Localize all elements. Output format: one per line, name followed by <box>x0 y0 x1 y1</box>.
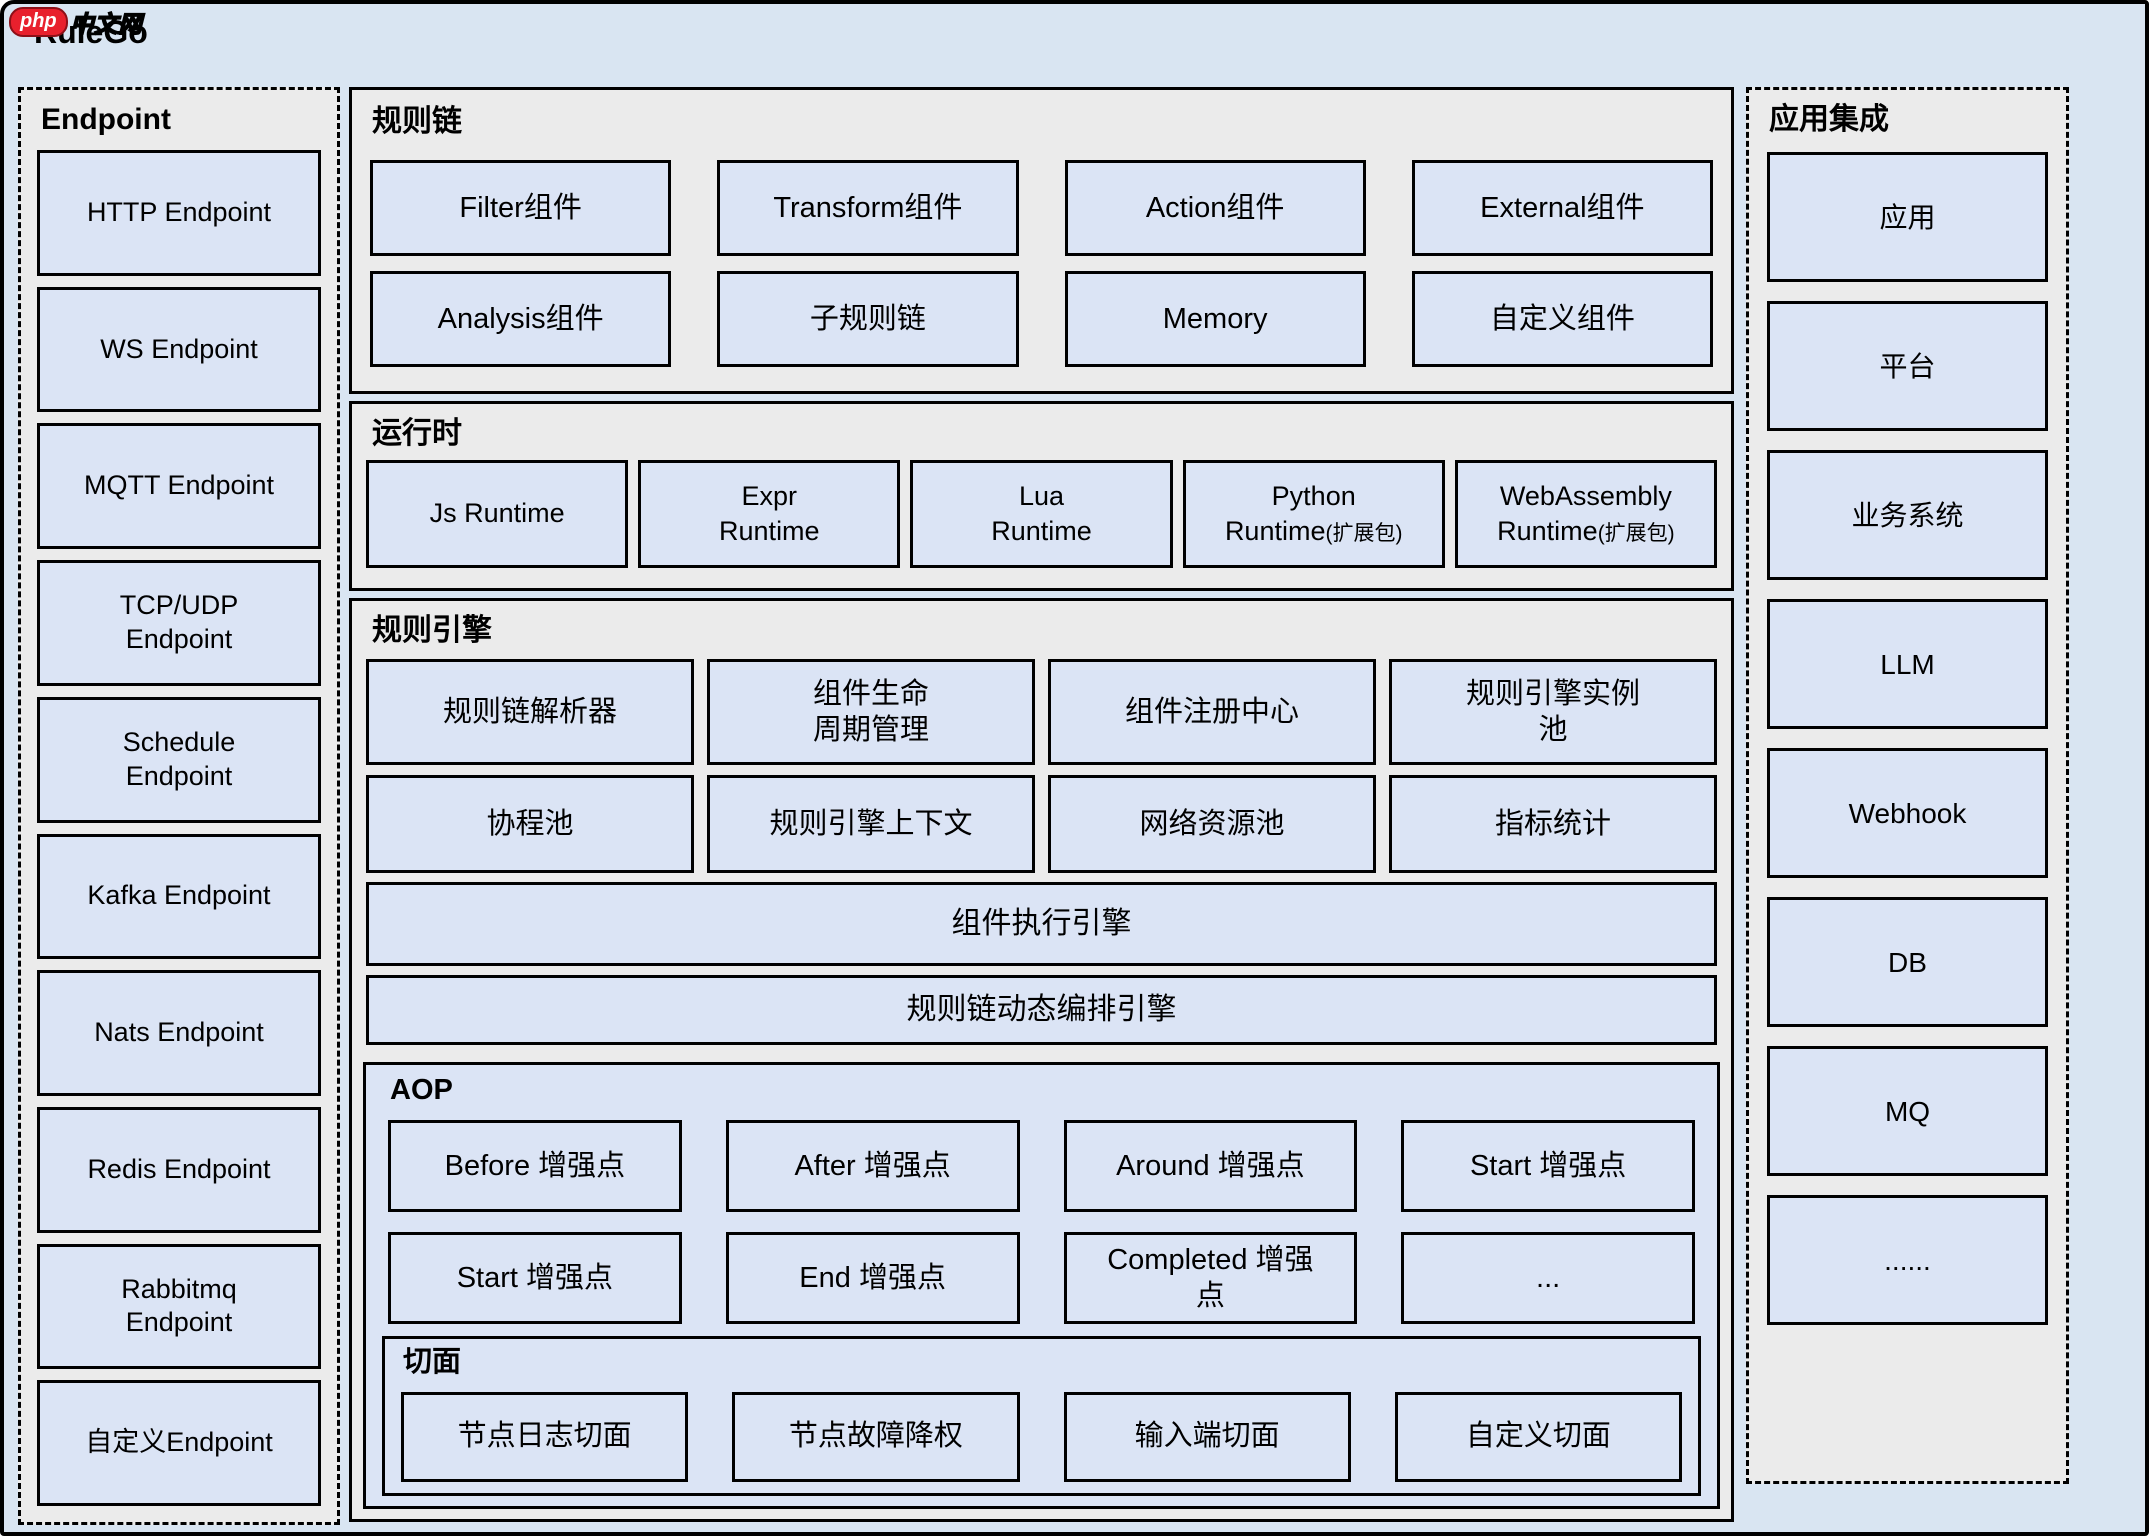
aop-box-start: Start 增强点 <box>1401 1119 1695 1212</box>
runtime-box-webassembly: WebAssembly Runtime(扩展包) <box>1454 460 1718 568</box>
runtime-label: Js Runtime <box>429 498 565 529</box>
runtime-note: (扩展包) <box>1325 522 1403 545</box>
rule-chain-row-2: Analysis组件 子规则链 Memory 自定义组件 <box>352 271 1731 367</box>
runtime-label: WebAssembly <box>1499 480 1672 511</box>
runtime-label-line2: Runtime <box>991 516 1092 546</box>
endpoint-item-rabbitmq: Rabbitmq Endpoint <box>37 1243 321 1370</box>
aop-box-before: Before 增强点 <box>388 1119 682 1212</box>
aop-box-end: End 增强点 <box>725 1231 1020 1324</box>
engine-box-net-resource-pool: 网络资源池 <box>1048 775 1376 873</box>
rule-engine-row-1: 规则链解析器 组件生命 周期管理 组件注册中心 规则引擎实例 池 <box>352 659 1731 765</box>
endpoint-list: HTTP Endpoint WS Endpoint MQTT Endpoint … <box>21 138 337 1522</box>
site-logo: php 中文网 <box>9 5 143 39</box>
engine-box-chain-parser: 规则链解析器 <box>366 659 694 765</box>
aop-box-start2: Start 增强点 <box>388 1231 682 1324</box>
endpoint-panel-title: Endpoint <box>41 103 171 136</box>
integration-item-more: ...... <box>1767 1195 2048 1325</box>
php-logo-badge: php <box>9 7 68 37</box>
runtime-box-python: Python Runtime(扩展包) <box>1182 460 1445 568</box>
rule-chain-panel-title: 规则链 <box>372 105 462 138</box>
component-box-transform: Transform组件 <box>717 160 1019 256</box>
endpoint-item-tcp-udp: TCP/UDP Endpoint <box>37 560 321 686</box>
runtime-row: Js Runtime Expr Runtime Lua Runtime Pyth… <box>352 460 1731 568</box>
endpoint-item-custom: 自定义Endpoint <box>37 1380 321 1507</box>
engine-box-instance-pool: 规则引擎实例 池 <box>1389 659 1717 765</box>
integration-item-platform: 平台 <box>1767 301 2048 431</box>
site-name-text: 中文网 <box>70 10 143 38</box>
aop-box-completed: Completed 增强 点 <box>1063 1231 1358 1324</box>
engine-bar-component-executor: 组件执行引擎 <box>366 882 1717 966</box>
component-box-subchain: 子规则链 <box>717 271 1019 367</box>
engine-bar-dynamic-orchestration: 规则链动态编排引擎 <box>366 975 1717 1045</box>
runtime-box-lua: Lua Runtime <box>910 460 1173 568</box>
engine-box-context: 规则引擎上下文 <box>707 775 1035 873</box>
runtime-panel: 运行时 Js Runtime Expr Runtime Lua Runtime … <box>349 401 1734 591</box>
aop-panel: AOP Before 增强点 After 增强点 Around 增强点 Star… <box>363 1062 1720 1509</box>
aop-panel-title: AOP <box>390 1074 453 1106</box>
integration-item-business-system: 业务系统 <box>1767 450 2048 580</box>
rule-chain-panel: 规则链 Filter组件 Transform组件 Action组件 Extern… <box>349 87 1734 394</box>
aspect-panel-title: 切面 <box>403 1345 462 1378</box>
endpoint-item-http: HTTP Endpoint <box>37 150 321 276</box>
aop-row-2: Start 增强点 End 增强点 Completed 增强 点 ... <box>366 1231 1717 1324</box>
integration-item-app: 应用 <box>1767 152 2048 282</box>
rule-engine-panel: 规则引擎 规则链解析器 组件生命 周期管理 组件注册中心 规则引擎实例 池 协程… <box>349 598 1734 1522</box>
endpoint-item-redis: Redis Endpoint <box>37 1106 321 1233</box>
endpoint-item-kafka: Kafka Endpoint <box>37 833 321 960</box>
runtime-note: (扩展包) <box>1597 522 1675 545</box>
integration-panel-title: 应用集成 <box>1769 103 1889 136</box>
engine-box-metrics: 指标统计 <box>1389 775 1717 873</box>
aop-box-more: ... <box>1401 1231 1695 1324</box>
integration-panel: 应用集成 应用 平台 业务系统 LLM Webhook DB MQ ...... <box>1746 87 2069 1484</box>
component-box-action: Action组件 <box>1064 160 1366 256</box>
rule-chain-row-1: Filter组件 Transform组件 Action组件 External组件 <box>352 160 1731 256</box>
aspect-row: 节点日志切面 节点故障降权 输入端切面 自定义切面 <box>385 1391 1698 1482</box>
aop-row-1: Before 增强点 After 增强点 Around 增强点 Start 增强… <box>366 1119 1717 1212</box>
runtime-label: Expr <box>741 480 798 511</box>
aspect-box-node-log: 节点日志切面 <box>401 1391 689 1482</box>
runtime-panel-title: 运行时 <box>372 417 462 450</box>
rule-engine-panel-title: 规则引擎 <box>372 614 492 647</box>
runtime-label-line2: Runtime <box>719 516 820 546</box>
component-box-external: External组件 <box>1411 160 1713 256</box>
component-box-analysis: Analysis组件 <box>370 271 672 367</box>
aspect-box-input: 输入端切面 <box>1063 1391 1351 1482</box>
runtime-label-line2: Runtime <box>1224 516 1326 546</box>
integration-item-db: DB <box>1767 897 2048 1027</box>
integration-item-llm: LLM <box>1767 599 2048 729</box>
rule-engine-row-2: 协程池 规则引擎上下文 网络资源池 指标统计 <box>352 775 1731 873</box>
runtime-box-js: Js Runtime <box>366 460 629 568</box>
runtime-label: Lua <box>1018 480 1065 511</box>
engine-box-registry: 组件注册中心 <box>1048 659 1376 765</box>
component-box-memory: Memory <box>1064 271 1366 367</box>
aspect-box-node-failover: 节点故障降权 <box>732 1391 1020 1482</box>
endpoint-item-ws: WS Endpoint <box>37 286 321 413</box>
engine-box-lifecycle: 组件生命 周期管理 <box>707 659 1035 765</box>
integration-item-mq: MQ <box>1767 1046 2048 1176</box>
endpoint-panel: Endpoint HTTP Endpoint WS Endpoint MQTT … <box>18 87 340 1525</box>
aop-box-after: After 增强点 <box>725 1119 1020 1212</box>
endpoint-item-mqtt: MQTT Endpoint <box>37 423 321 550</box>
endpoint-item-nats: Nats Endpoint <box>37 970 321 1096</box>
engine-box-goroutine-pool: 协程池 <box>366 775 694 873</box>
component-box-filter: Filter组件 <box>370 160 672 256</box>
endpoint-item-schedule: Schedule Endpoint <box>37 696 321 823</box>
aspect-box-custom: 自定义切面 <box>1394 1391 1682 1482</box>
aspect-panel: 切面 节点日志切面 节点故障降权 输入端切面 自定义切面 <box>382 1335 1701 1496</box>
aop-box-around: Around 增强点 <box>1063 1119 1358 1212</box>
integration-item-webhook: Webhook <box>1767 748 2048 878</box>
integration-list: 应用 平台 业务系统 LLM Webhook DB MQ ...... <box>1749 138 2066 1325</box>
runtime-label: Python <box>1271 480 1356 511</box>
runtime-box-expr: Expr Runtime <box>638 460 901 568</box>
runtime-label-line2: Runtime <box>1497 516 1598 546</box>
component-box-custom: 自定义组件 <box>1411 271 1713 367</box>
